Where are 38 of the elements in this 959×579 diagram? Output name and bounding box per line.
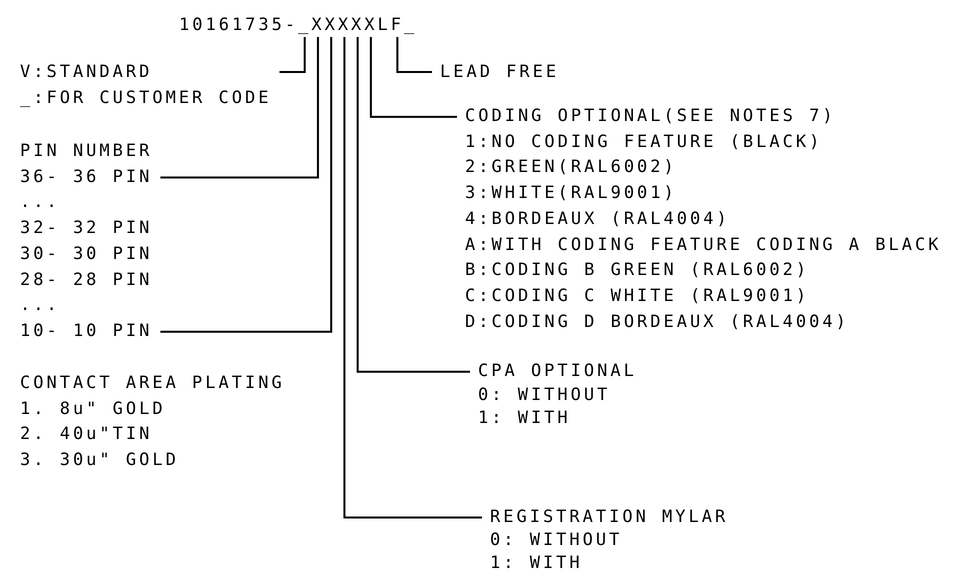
option-text: V:STANDARD: [20, 61, 152, 84]
leader-line: [370, 37, 457, 118]
option-text: 1:NO CODING FEATURE (BLACK): [465, 130, 822, 154]
heading-text: CONTACT AREA PLATING: [20, 372, 285, 395]
leader-line: [279, 37, 306, 73]
option-text: _:FOR CUSTOMER CODE: [20, 87, 272, 110]
leader-line: [343, 37, 482, 518]
option-text: A:WITH CODING FEATURE CODING A BLACK: [465, 234, 942, 257]
option-text: ...: [20, 191, 60, 214]
option-text: D:CODING D BORDEAUX (RAL4004): [465, 310, 849, 334]
option-text: 3. 30u" GOLD: [20, 448, 179, 472]
option-text: 0: WITHOUT: [490, 529, 622, 552]
part-number: 10161735-_XXXXXLF_: [179, 14, 418, 36]
option-text: 32- 32 PIN: [20, 217, 152, 240]
option-text: LEAD FREE: [440, 61, 560, 84]
option-text: 0: WITHOUT: [478, 384, 610, 406]
option-text: 1: WITH: [478, 407, 571, 430]
option-text: 2. 40u"TIN: [20, 423, 152, 446]
option-text: B:CODING B GREEN (RAL6002): [465, 259, 810, 282]
option-text: 4:BORDEAUX (RAL4004): [465, 208, 730, 231]
option-text: 30- 30 PIN: [20, 242, 152, 266]
option-text: 3:WHITE(RAL9001): [465, 182, 677, 206]
option-text: 1. 8u" GOLD: [20, 398, 166, 420]
leader-line: [160, 37, 319, 179]
leader-line: [396, 37, 432, 73]
option-text: 36- 36 PIN: [20, 166, 152, 189]
leader-line: [356, 37, 470, 373]
heading-text: REGISTRATION MYLAR: [490, 506, 728, 529]
option-text: 2:GREEN(RAL6002): [465, 156, 677, 180]
option-text: 1: WITH: [490, 552, 583, 575]
heading-text: PIN NUMBER: [20, 140, 152, 163]
leader-line: [160, 37, 332, 333]
option-text: ...: [20, 294, 60, 318]
option-text: 10- 10 PIN: [20, 320, 152, 343]
option-text: C:CODING C WHITE (RAL9001): [465, 284, 810, 308]
heading-text: CPA OPTIONAL: [478, 360, 637, 383]
option-text: 28- 28 PIN: [20, 268, 152, 292]
heading-text: CODING OPTIONAL(SEE NOTES 7): [465, 105, 836, 128]
